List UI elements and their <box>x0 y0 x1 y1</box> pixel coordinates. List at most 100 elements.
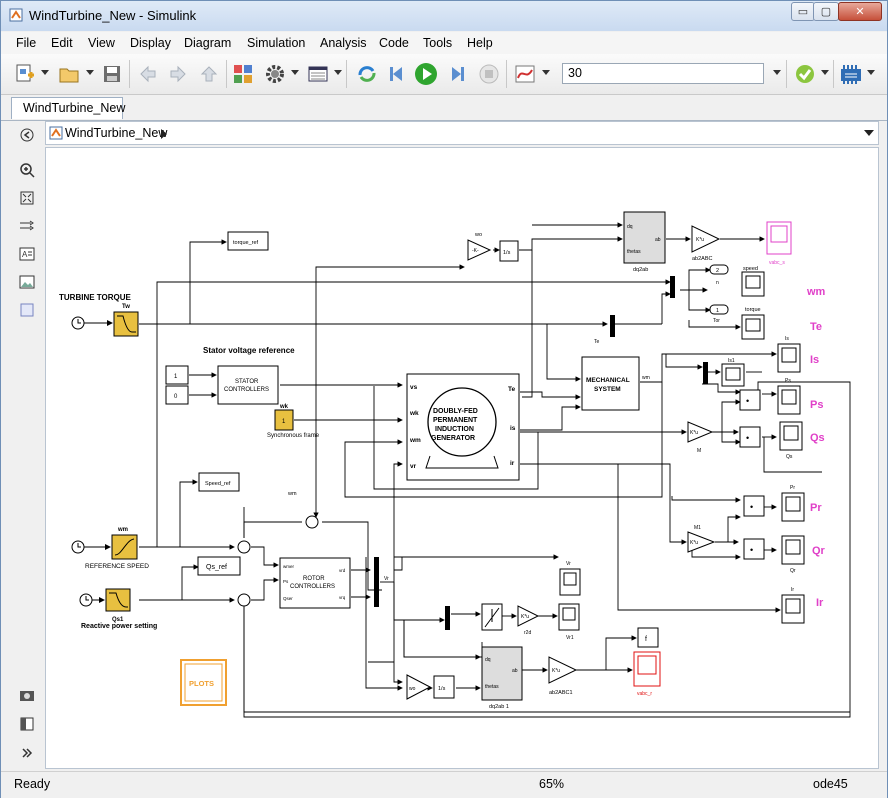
simulation-data-inspector-icon[interactable] <box>513 62 537 86</box>
qs-product-block[interactable] <box>739 426 761 448</box>
library-browser-icon[interactable] <box>231 62 255 86</box>
new-model-icon[interactable] <box>13 62 37 86</box>
model-canvas[interactable]: TURBINE TORQUE Tw torque_ref Stator volt… <box>45 147 879 769</box>
menu-tools[interactable]: Tools <box>423 36 453 50</box>
const-1-block[interactable] <box>165 365 189 385</box>
menu-edit[interactable]: Edit <box>51 36 73 50</box>
hide-browser-icon[interactable] <box>18 126 36 144</box>
tab-windturbine-new[interactable]: WindTurbine_New <box>11 97 125 119</box>
step-forward-icon[interactable] <box>445 62 469 86</box>
area-icon[interactable] <box>18 301 36 319</box>
new-dropdown-icon[interactable] <box>41 70 49 75</box>
pr-product-block[interactable] <box>743 495 765 517</box>
breadcrumb-model[interactable]: WindTurbine_New <box>65 126 168 140</box>
r2d-gain-block[interactable] <box>517 605 540 627</box>
stop-icon[interactable] <box>477 62 501 86</box>
zoom-in-icon[interactable] <box>18 161 36 179</box>
solver-name[interactable]: ode45 <box>813 777 848 791</box>
reference-speed-label: REFERENCE SPEED <box>85 563 149 570</box>
maximize-button[interactable]: ▢ <box>813 2 839 21</box>
dq2ab1-block[interactable] <box>481 646 523 701</box>
dq2ab1-dq: dq <box>485 657 491 663</box>
wo-bottom-gain-block[interactable] <box>406 674 432 700</box>
save-icon[interactable] <box>100 62 124 86</box>
ab2abc1-gain-block[interactable] <box>548 656 578 684</box>
clock-tw-icon[interactable] <box>71 316 85 330</box>
menu-display[interactable]: Display <box>130 36 171 50</box>
ab2abc-gain-block[interactable] <box>691 225 721 253</box>
clock-qs1-icon[interactable] <box>79 593 93 607</box>
stop-time-input[interactable]: 30 <box>562 63 764 84</box>
expand-chevron-icon[interactable] <box>18 744 36 762</box>
const-0-block[interactable] <box>165 385 189 405</box>
gain-k-block[interactable] <box>467 239 492 261</box>
mux-te-bar[interactable] <box>610 315 615 337</box>
ab2abc-label: ab2ABC <box>692 256 713 262</box>
menu-code[interactable]: Code <box>379 36 409 50</box>
screenshot-camera-icon[interactable] <box>18 686 36 704</box>
qs-ref-block[interactable] <box>197 556 241 576</box>
reference-speed-block[interactable] <box>111 534 138 560</box>
m-gain-block[interactable] <box>687 421 714 443</box>
menu-file[interactable]: File <box>16 36 37 50</box>
clock-speed-icon[interactable] <box>71 540 85 554</box>
m1-gain-block[interactable] <box>687 531 716 553</box>
qs1-lookup-block[interactable] <box>105 588 131 612</box>
sum-wm-block[interactable] <box>305 515 319 529</box>
integrator-top-block[interactable] <box>499 240 519 262</box>
menu-view[interactable]: View <box>88 36 115 50</box>
const-2-block[interactable] <box>709 264 729 275</box>
menu-analysis[interactable]: Analysis <box>320 36 367 50</box>
menu-help[interactable]: Help <box>467 36 493 50</box>
breadcrumb-dropdown-icon[interactable] <box>864 130 874 138</box>
model-advisor-check-icon[interactable] <box>793 62 817 86</box>
torque-ref-block[interactable] <box>227 231 269 251</box>
model-settings-gear-icon[interactable] <box>263 62 287 86</box>
open-dropdown-icon[interactable] <box>86 70 94 75</box>
const-1b-block[interactable] <box>709 304 729 315</box>
menu-diagram[interactable]: Diagram <box>184 36 232 50</box>
qr-product-block[interactable] <box>743 538 765 560</box>
fit-to-view-icon[interactable] <box>18 189 36 207</box>
mux-is1-bar[interactable] <box>703 362 708 384</box>
model-browser-icon[interactable] <box>18 715 36 733</box>
build-model-icon[interactable] <box>839 62 863 86</box>
integrator-bottom-block[interactable] <box>433 675 455 699</box>
model-explorer-icon[interactable] <box>306 62 330 86</box>
update-diagram-icon[interactable] <box>355 62 379 86</box>
back-arrow-icon[interactable] <box>136 62 160 86</box>
step-back-icon[interactable] <box>385 62 409 86</box>
open-folder-icon[interactable] <box>57 62 81 86</box>
dq2ab-block[interactable] <box>623 211 666 264</box>
run-icon[interactable] <box>414 62 438 86</box>
speed-ref-block[interactable] <box>198 472 240 492</box>
minimize-button[interactable]: ▭ <box>791 2 815 21</box>
menu-simulation[interactable]: Simulation <box>247 36 306 50</box>
forward-arrow-icon[interactable] <box>166 62 190 86</box>
close-button[interactable]: ✕ <box>838 2 882 21</box>
annotation-icon[interactable]: A <box>18 245 36 263</box>
menu-bar: File Edit View Display Diagram Simulatio… <box>1 32 887 54</box>
mux-r2d-bar[interactable] <box>445 606 450 630</box>
sum-speed-block[interactable] <box>237 540 251 554</box>
plots-block[interactable] <box>180 659 227 706</box>
rotor-controllers-block[interactable] <box>279 557 351 609</box>
mux-speed-bar[interactable] <box>670 276 675 298</box>
stop-time-dropdown-icon[interactable] <box>773 70 781 75</box>
advisor-dropdown-icon[interactable] <box>821 70 829 75</box>
route-lines-icon[interactable] <box>18 217 36 235</box>
mux-vr-bar[interactable] <box>374 557 379 607</box>
image-icon[interactable] <box>18 273 36 291</box>
tw-lookup-block[interactable] <box>113 311 139 337</box>
up-arrow-icon[interactable] <box>197 62 221 86</box>
inspector-dropdown-icon[interactable] <box>542 70 550 75</box>
sum-qs-block[interactable] <box>237 593 251 607</box>
ps-product-block[interactable] <box>739 389 761 411</box>
settings-dropdown-icon[interactable] <box>291 70 299 75</box>
f-display-block[interactable] <box>637 627 659 648</box>
mechanical-system-block[interactable] <box>581 356 640 411</box>
build-dropdown-icon[interactable] <box>867 70 875 75</box>
explorer-dropdown-icon[interactable] <box>334 70 342 75</box>
stator-controllers-block[interactable] <box>217 365 279 405</box>
wk-const-block[interactable] <box>274 409 294 431</box>
